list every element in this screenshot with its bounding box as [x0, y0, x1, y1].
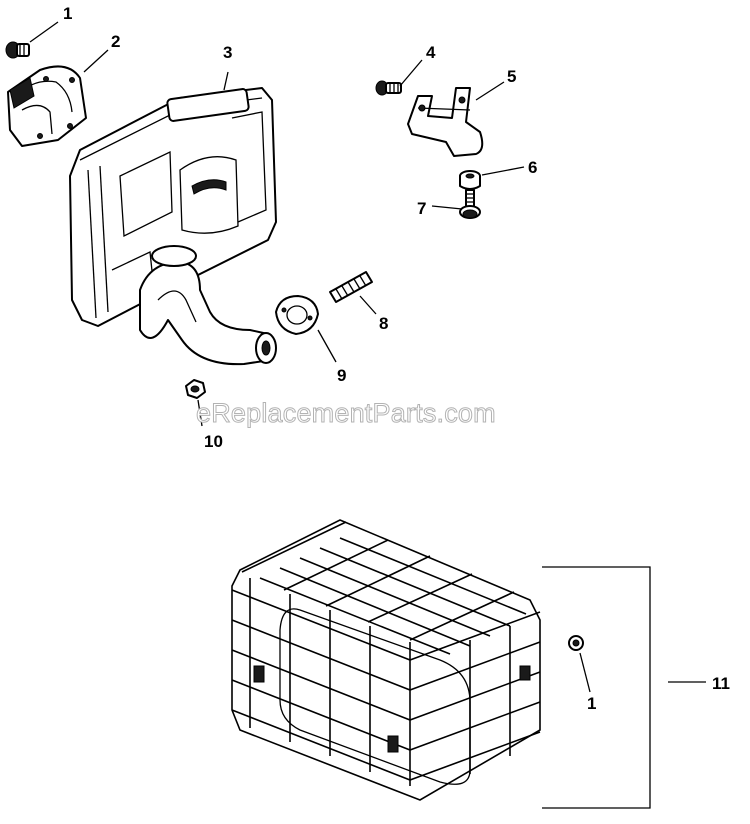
callout-1-top: 1: [63, 4, 72, 23]
callout-5: 5: [507, 67, 516, 86]
spacer-icon: [459, 170, 481, 190]
callout-8: 8: [379, 314, 388, 333]
heat-deflector-icon: [7, 65, 87, 147]
callout-10: 10: [204, 432, 223, 451]
callout-9: 9: [337, 366, 346, 385]
mounting-bracket-icon: [407, 87, 484, 157]
flange-screw-icon: [5, 41, 30, 59]
callout-3: 3: [223, 43, 232, 62]
callout-1-bottom: 1: [587, 694, 596, 713]
exhaust-stud-icon: [329, 271, 373, 303]
callout-11: 11: [712, 674, 730, 693]
kit-screw-icon: [568, 635, 584, 651]
screw-icon: [375, 80, 402, 96]
callout-7: 7: [417, 199, 426, 218]
callout-6: 6: [528, 158, 537, 177]
watermark-text: eReplacementParts.com: [196, 398, 496, 428]
hex-nut-icon: [185, 379, 206, 399]
muffler-icon: [69, 87, 277, 366]
bolt-icon: [459, 189, 481, 219]
callout-2: 2: [111, 32, 120, 51]
exhaust-gasket-icon: [275, 295, 319, 335]
leader-lines: [29, 21, 706, 809]
spark-arrestor-guard-kit-icon: [231, 519, 541, 801]
callout-4: 4: [426, 43, 436, 62]
